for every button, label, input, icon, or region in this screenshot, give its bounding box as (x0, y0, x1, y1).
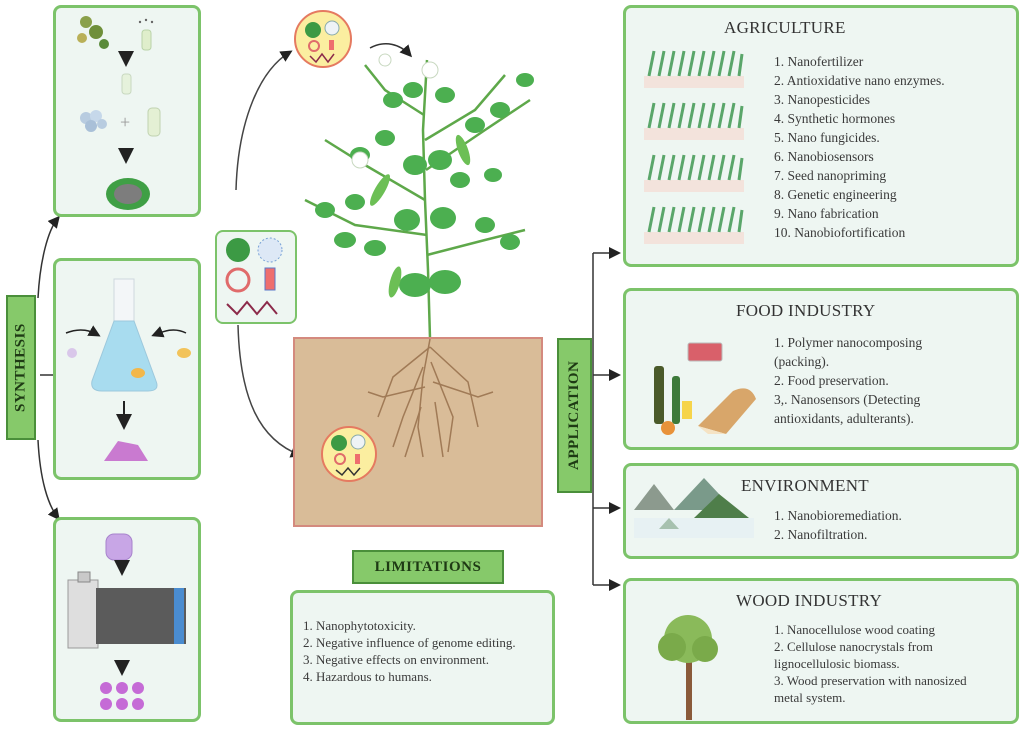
nanoparticles-icon (100, 682, 144, 710)
arrow-to-root-uptake (237, 324, 303, 458)
limitation-item: 3. Negative effects on environment. (303, 652, 490, 667)
application-label-text: APPLICATION (566, 360, 582, 471)
arrow-in-left-icon (65, 325, 101, 337)
limitation-item: 2. Negative influence of genome editing. (303, 635, 516, 650)
precursor-icon (105, 533, 133, 561)
plant-extract-icon (77, 16, 109, 49)
agriculture-item: 7. Seed nanopriming (774, 168, 887, 183)
vial-icon (264, 267, 276, 291)
solution-tube-icon (147, 107, 161, 137)
application-label: APPLICATION (557, 338, 592, 493)
environment-title: ENVIRONMENT (741, 476, 869, 495)
foliar-uptake-icon (294, 10, 352, 68)
furnace-icon (67, 571, 186, 649)
nanoparticle-set-panel (215, 230, 297, 324)
arrow-leaf-to-plant (369, 43, 413, 58)
limitation-item: 1. Nanophytotoxicity. (303, 618, 416, 633)
dna-strand-icon (226, 300, 278, 316)
leaves (315, 73, 534, 297)
agriculture-title: AGRICULTURE (724, 18, 846, 37)
wood-industry-panel: WOOD INDUSTRY 1. Nanocellulose wood coat… (623, 578, 1019, 724)
pea-pods (370, 134, 471, 298)
tree-icon (658, 615, 718, 720)
physical-synthesis-illustration (67, 533, 186, 710)
wood-item: 1. Nanocellulose wood coating (774, 622, 936, 637)
bread-loaf-icon (698, 388, 756, 434)
meat-package-icon (687, 342, 723, 362)
mountains-icon (634, 478, 754, 538)
agriculture-item: 1. Nanofertilizer (774, 54, 864, 69)
reagent-left-icon (67, 348, 77, 358)
particle-in-flask-icon (131, 368, 145, 378)
synthesis-panel-biological: + (53, 5, 201, 217)
environment-item: 2. Nanofiltration. (774, 527, 868, 542)
agriculture-list: 1. Nanofertilizer 2. Antioxidative nano … (774, 52, 945, 242)
crop-row (644, 50, 744, 88)
limitations-list: 1. Nanophytotoxicity. 2. Negative influe… (303, 617, 551, 685)
agriculture-panel: AGRICULTURE 1. Nanofertilizer 2. Antioxi… (623, 5, 1019, 267)
food-item: 2. Food preservation. (774, 373, 889, 388)
green-nanoparticle-icon (226, 238, 250, 262)
synthesis-label-text: SYNTHESIS (12, 323, 29, 412)
juice-glass-icon (682, 401, 692, 419)
agriculture-item: 9. Nano fabrication (774, 206, 879, 221)
metal-salt-icon (80, 110, 107, 132)
limitations-panel: 1. Nanophytotoxicity. 2. Negative influe… (290, 590, 555, 725)
agriculture-item: 4. Synthetic hormones (774, 111, 896, 126)
flowers (351, 53, 439, 169)
agriculture-item: 6. Nanobiosensors (774, 149, 874, 164)
agriculture-item: 2. Antioxidative nano enzymes. (774, 73, 945, 88)
wood-industry-list: 1. Nanocellulose wood coating 2. Cellulo… (774, 621, 994, 706)
agriculture-item: 5. Nano fungicides. (774, 130, 880, 145)
wine-bottle-icon (654, 366, 664, 424)
wood-industry-title: WOOD INDUSTRY (736, 591, 883, 610)
agriculture-item: 10. Nanobiofortification (774, 225, 906, 240)
food-industry-panel: FOOD INDUSTRY 1. Polymer nanocomposing (… (623, 288, 1019, 450)
mesh-nanoparticle-icon (257, 237, 283, 263)
limitations-label: LIMITATIONS (352, 550, 504, 584)
extract-tube-icon (121, 73, 132, 95)
plus-icon: + (120, 112, 130, 132)
arrow-in-right-icon (151, 326, 187, 338)
ring-nanoparticle-icon (225, 267, 251, 293)
crop-rows-icon (644, 50, 744, 244)
salt-solution-icon (138, 18, 154, 51)
root-uptake-icon (321, 426, 377, 482)
chemical-synthesis-illustration (65, 278, 191, 461)
crop-row (644, 206, 744, 244)
limitation-item: 4. Hazardous to humans. (303, 669, 432, 684)
beer-bottle-icon (672, 376, 680, 424)
environment-item: 1. Nanobioremediation. (774, 508, 902, 523)
flask-icon (91, 278, 158, 392)
synthesis-connector-bottom (37, 439, 60, 521)
wood-item: 3. Wood preservation with nanosized meta… (774, 673, 967, 705)
precipitate-powder-icon (104, 441, 148, 461)
roots-illustration (367, 338, 494, 458)
nanoparticle-set-illustration (225, 237, 283, 316)
food-item: 1. Polymer nanocomposing (packing). (774, 335, 923, 369)
synthesis-label: SYNTHESIS (6, 295, 36, 440)
food-items-icon (654, 342, 756, 435)
synthesis-panel-physical (53, 517, 201, 722)
reagent-right-icon (177, 348, 191, 358)
orange-icon (661, 421, 675, 435)
pea-plant-illustration (304, 53, 534, 339)
crop-row (644, 102, 744, 140)
wood-item: 2. Cellulose nanocrystals from lignocell… (774, 639, 933, 671)
limitations-label-text: LIMITATIONS (374, 558, 482, 575)
environment-list: 1. Nanobioremediation. 2. Nanofiltration… (774, 506, 902, 544)
synthesis-connector-top (37, 215, 60, 299)
food-industry-title: FOOD INDUSTRY (736, 301, 876, 320)
food-item: 3,. Nanosensors (Detecting antioxidants,… (774, 392, 921, 426)
environment-panel: ENVIRONMENT 1. Nanobioremediation. 2. Na… (623, 463, 1019, 559)
agriculture-item: 3. Nanopesticides (774, 92, 870, 107)
biological-synthesis-illustration: + (77, 16, 161, 210)
synthesis-panel-chemical (53, 258, 201, 480)
agriculture-item: 8. Genetic engineering (774, 187, 897, 202)
food-industry-list: 1. Polymer nanocomposing (packing). 2. F… (774, 333, 974, 428)
crop-row (644, 154, 744, 192)
arrow-to-leaf-uptake (235, 50, 293, 191)
